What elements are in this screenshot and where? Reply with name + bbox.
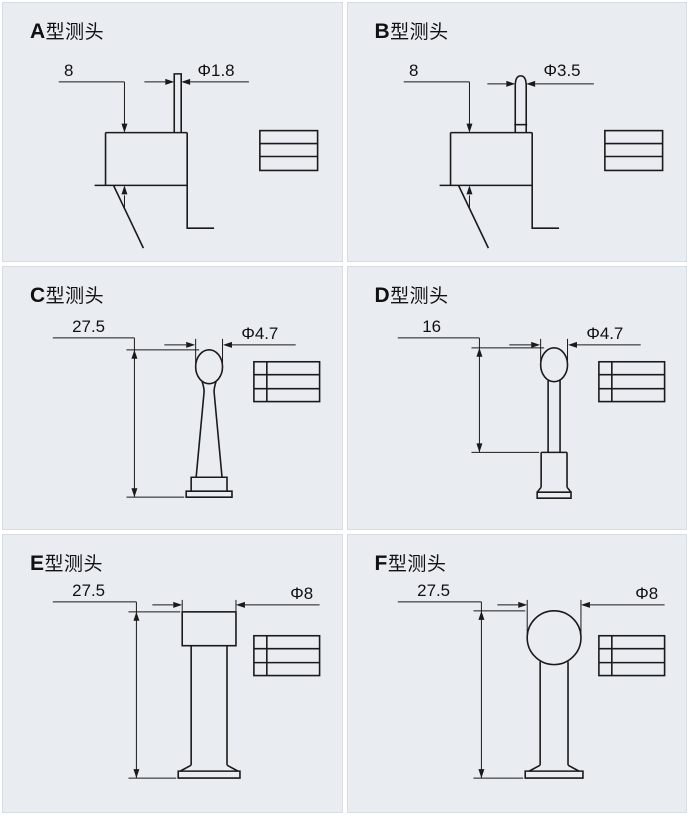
thread-side-view: [253, 634, 321, 677]
panel-probe-a: A型测头 8 Φ1.8: [2, 2, 343, 262]
panel-probe-c: C型测头 27.5 Φ4.7: [2, 266, 343, 530]
diameter-dimension: Φ3.5: [486, 61, 594, 87]
panel-probe-b: B型测头 8 Φ3.5: [346, 2, 687, 262]
diameter-dimension: Φ8: [152, 584, 320, 611]
probe-type-letter: F: [374, 552, 388, 575]
probe-outline: [177, 611, 241, 779]
probe-outline: [523, 610, 584, 779]
probe-outline: [94, 73, 215, 249]
diameter-dimension-label: Φ1.8: [198, 61, 235, 80]
probe-drawing-f: 27.5 Φ8: [397, 581, 665, 779]
length-dimension-label: 27.5: [72, 317, 105, 336]
length-dimension: 27.5: [52, 581, 181, 779]
probe-drawing-a: 8 Φ1.8: [58, 61, 319, 249]
panel-title-d: D型测头: [348, 267, 687, 310]
panel-title-e: E型测头: [3, 535, 342, 578]
length-dimension-label: 27.5: [417, 581, 450, 600]
probe-type-suffix: 型测头: [390, 286, 449, 307]
panel-title-b: B型测头: [348, 3, 687, 46]
panel-title-c: C型测头: [3, 267, 342, 310]
probe-outline: [439, 75, 559, 249]
length-dimension-label: 8: [409, 61, 418, 80]
thread-side-view: [597, 360, 665, 403]
probe-drawing-b: 8 Φ3.5: [403, 61, 663, 249]
diameter-dimension: Φ8: [496, 584, 665, 634]
length-dimension-label: 27.5: [72, 581, 105, 600]
diameter-dimension-label: Φ8: [290, 584, 313, 603]
thread-side-view: [253, 360, 321, 403]
probe-type-letter: A: [30, 20, 46, 43]
probe-drawing-c: 27.5 Φ4.7: [52, 317, 321, 498]
diameter-dimension: Φ1.8: [144, 61, 249, 85]
length-dimension: 16: [397, 317, 544, 453]
diameter-dimension-label: Φ4.7: [586, 324, 623, 343]
diameter-dimension: Φ4.7: [508, 324, 641, 362]
panel-probe-e: E型测头 27.5 Φ8: [2, 534, 343, 813]
diameter-dimension-label: Φ4.7: [241, 324, 278, 343]
length-dimension: 8: [403, 61, 472, 209]
thread-side-view: [259, 129, 319, 172]
panel-probe-d: D型测头 16 Φ4.7: [346, 266, 687, 530]
panel-title-a: A型测头: [3, 3, 342, 46]
diameter-dimension-label: Φ8: [635, 584, 658, 603]
length-dimension: 8: [58, 61, 128, 209]
probe-type-suffix: 型测头: [44, 554, 104, 575]
thread-side-view: [597, 634, 665, 677]
probe-type-suffix: 型测头: [45, 22, 105, 43]
probe-type-suffix: 型测头: [390, 22, 449, 43]
thread-side-view: [603, 129, 663, 172]
length-dimension: 27.5: [52, 317, 200, 498]
probe-type-letter: E: [30, 552, 45, 575]
length-dimension-label: 16: [422, 317, 441, 336]
probe-drawing-d: 16 Φ4.7: [397, 317, 665, 499]
probe-type-suffix: 型测头: [45, 286, 105, 307]
diameter-dimension-label: Φ3.5: [543, 61, 580, 80]
probe-outline: [185, 349, 233, 498]
panel-title-f: F型测头: [348, 535, 687, 578]
panel-probe-f: F型测头 27.5 Φ8: [346, 534, 687, 813]
probe-type-letter: D: [374, 284, 391, 307]
diameter-dimension: Φ4.7: [164, 324, 296, 364]
length-dimension-label: 8: [64, 61, 73, 80]
probe-type-suffix: 型测头: [387, 554, 447, 575]
probe-outline: [535, 347, 572, 499]
probe-drawing-e: 27.5 Φ8: [52, 581, 321, 779]
probe-type-letter: C: [30, 284, 46, 307]
length-dimension: 27.5: [397, 581, 525, 779]
probe-type-letter: B: [374, 20, 391, 43]
